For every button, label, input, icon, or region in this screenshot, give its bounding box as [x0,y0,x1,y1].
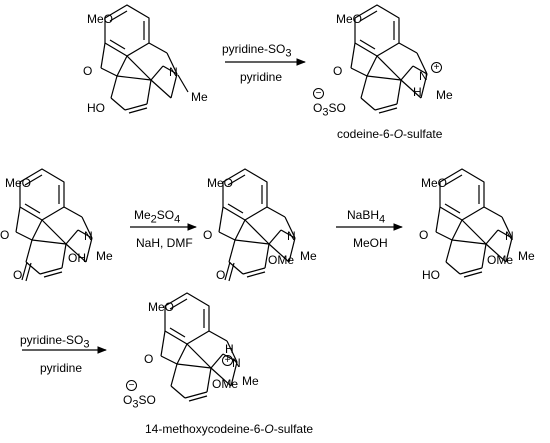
atom-meo: MeO [207,176,234,190]
atom-me: Me [242,374,259,388]
atom-meo: MeO [5,176,32,190]
atom-me: Me [518,249,535,263]
atom-n: N [232,356,241,370]
atom-me: Me [191,90,208,104]
carbonyl-bond-3 [224,261,231,281]
atom-me: Me [300,249,317,263]
atom-o: O [203,228,213,242]
atom-n: N [84,229,93,243]
atom-n: N [505,229,514,243]
atom-n: N [287,229,296,243]
atom-o: O [419,228,429,242]
positive-charge-icon: + [431,62,442,73]
atom-o: O [144,352,154,366]
arrow-1-reagent-bottom: pyridine [240,70,283,84]
atom-meo: MeO [87,12,114,26]
product-label-codeine-sulfate: codeine-6-O-sulfate [337,127,443,141]
carbonyl-bond [21,261,28,281]
atom-meo: MeO [336,12,363,26]
product-label-methoxycodeine-sulfate: 14-methoxycodeine-6-O-sulfate [145,422,314,436]
atom-ho: HO [422,268,440,282]
arrow-2-reagent-bottom: NaH, DMF [136,236,193,250]
atom-o: O [333,64,343,78]
atom-n: N [169,65,178,79]
arrow-2-reagent-top: Me2SO4 [134,208,181,226]
atom-meo: MeO [421,176,448,190]
arrow-1-reagent-top: pyridine-SO3 [222,42,292,60]
carbonyl-bond-2 [25,262,32,282]
atom-o: O [216,268,226,282]
atom-meo: MeO [148,300,175,314]
positive-charge-icon: + [222,355,233,366]
negative-charge-icon: − [313,88,324,99]
atom-o: O [83,64,93,78]
atom-so3: O3SO [123,393,156,411]
carbonyl-bond-4 [228,262,235,282]
arrow-4-reagent-top: pyridine-SO3 [20,333,90,351]
atom-o: O [0,228,10,242]
negative-charge-icon: − [126,380,137,391]
n-methyl-bond [177,74,189,93]
atom-h: H [413,85,422,99]
atom-me: Me [96,249,113,263]
atom-oh: OH [68,251,86,265]
atom-me: Me [436,88,453,102]
arrow-4-reagent-bottom: pyridine [40,361,83,375]
atom-ome: OMe [268,253,295,267]
atom-h: H [225,342,234,356]
atom-so3: O3SO [313,101,346,119]
atom-ome: OMe [487,253,514,267]
arrow-3-reagent-bottom: MeOH [353,236,388,250]
atom-n: N [419,69,428,83]
atom-o: O [13,268,23,282]
atom-ome: OMe [212,377,239,391]
arrow-3-reagent-top: NaBH4 [347,208,386,226]
atom-ho: HO [87,101,105,115]
